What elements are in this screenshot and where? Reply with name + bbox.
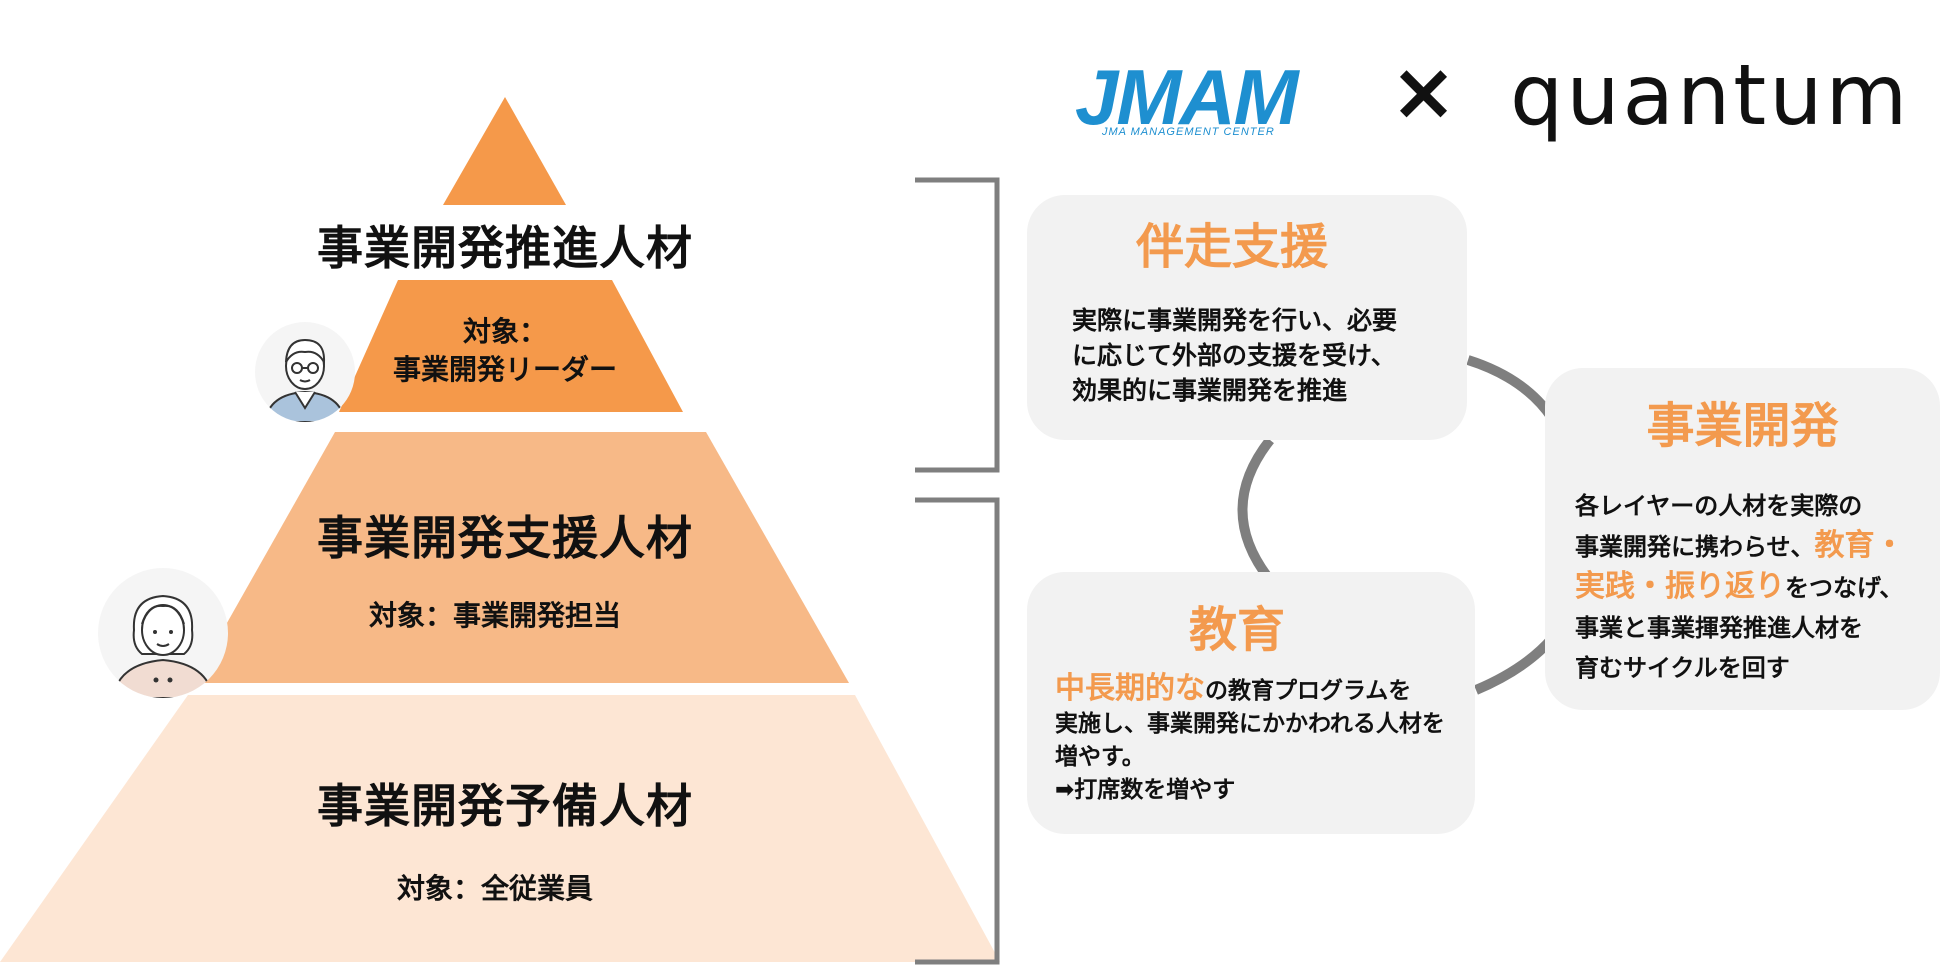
- man-with-glasses-icon: [263, 338, 347, 422]
- collaboration-times-sign: ×: [1390, 45, 1458, 138]
- tier-middle-title: 事業開発支援人材: [317, 511, 693, 565]
- pyramid-tier-bottom: [0, 695, 1000, 962]
- jmam-logo: JMAM: [1075, 53, 1299, 141]
- card-education: 教育 中長期的なの教育プログラムを 実施し、事業開発にかかわれる人材を 増やす。…: [1027, 572, 1475, 834]
- card-bizdev: 事業開発 各レイヤーの人材を実際の 事業開発に携わらせ、教育・ 実践・振り返りを…: [1545, 368, 1940, 710]
- card-bizdev-line: 事業開発に携わらせ、教育・: [1575, 526, 1935, 567]
- card-support-text: 実際に事業開発を行い、必要 に応じて外部の支援を受け、 効果的に事業開発を推進: [1072, 303, 1452, 408]
- cycle-arc-top-right: [1466, 355, 1557, 421]
- avatar-staff: [98, 568, 228, 698]
- pyramid-tier-middle: [193, 432, 849, 683]
- cycle-arc-bottom-right: [1474, 631, 1559, 695]
- bracket-lower: [915, 497, 1000, 965]
- tier-middle-target: 対象：事業開発担当: [368, 599, 621, 632]
- card-bizdev-line3-rest: をつなげ、: [1785, 574, 1904, 602]
- jmam-logo-subtitle: JMA MANAGEMENT CENTER: [1102, 126, 1275, 138]
- card-support: 伴走支援 実際に事業開発を行い、必要 に応じて外部の支援を受け、 効果的に事業開…: [1027, 195, 1467, 440]
- card-bizdev-line2-pre: 事業開発に携わらせ、: [1575, 533, 1815, 561]
- card-support-line: 実際に事業開発を行い、必要: [1072, 306, 1398, 335]
- pyramid-tier-top-tip: [443, 97, 566, 205]
- card-education-line: 中長期的なの教育プログラムを: [1055, 672, 1465, 708]
- tier-top-target-value: 事業開発リーダー: [392, 353, 617, 386]
- pyramid-diagram: [0, 97, 1000, 962]
- tier-bottom-target: 対象：全従業員: [396, 872, 593, 905]
- highlight-mid-long-term: 中長期的な: [1055, 671, 1205, 706]
- woman-icon: [111, 594, 215, 698]
- card-education-text: 中長期的なの教育プログラムを 実施し、事業開発にかかわれる人材を 増やす。 ➡打…: [1055, 672, 1465, 807]
- card-bizdev-line: 各レイヤーの人材を実際の: [1575, 492, 1863, 520]
- bracket-upper: [915, 177, 1000, 473]
- card-education-title: 教育: [1188, 602, 1285, 658]
- card-support-line: に応じて外部の支援を受け、: [1072, 341, 1396, 370]
- tier-top-target-label: 対象：: [462, 315, 547, 348]
- card-bizdev-title: 事業開発: [1646, 398, 1839, 454]
- card-education-line1-rest: の教育プログラムを: [1205, 678, 1412, 704]
- card-education-line: 増やす。: [1055, 744, 1145, 770]
- card-education-line: ➡打席数を増やす: [1055, 777, 1236, 803]
- card-bizdev-line: 事業と事業揮発推進人材を: [1575, 614, 1863, 642]
- card-support-title: 伴走支援: [1135, 219, 1328, 275]
- tier-bottom-title: 事業開発予備人材: [317, 779, 693, 833]
- highlight-education: 教育・: [1814, 528, 1905, 563]
- card-education-line: 実施し、事業開発にかかわれる人材を: [1055, 711, 1445, 737]
- highlight-practice-reflection: 実践・振り返り: [1575, 569, 1785, 604]
- avatar-leader: [255, 322, 355, 422]
- tier-top-title: 事業開発推進人材: [317, 221, 693, 275]
- card-support-line: 効果的に事業開発を推進: [1072, 376, 1348, 405]
- pyramid-tier-top: [339, 280, 683, 412]
- card-bizdev-line: 育むサイクルを回す: [1575, 654, 1790, 682]
- card-bizdev-text: 各レイヤーの人材を実際の 事業開発に携わらせ、教育・ 実践・振り返りをつなげ、 …: [1575, 486, 1935, 688]
- quantum-logo: quantum: [1510, 46, 1911, 144]
- card-bizdev-line: 実践・振り返りをつなげ、: [1575, 567, 1935, 608]
- cycle-arc-left: [1237, 436, 1274, 584]
